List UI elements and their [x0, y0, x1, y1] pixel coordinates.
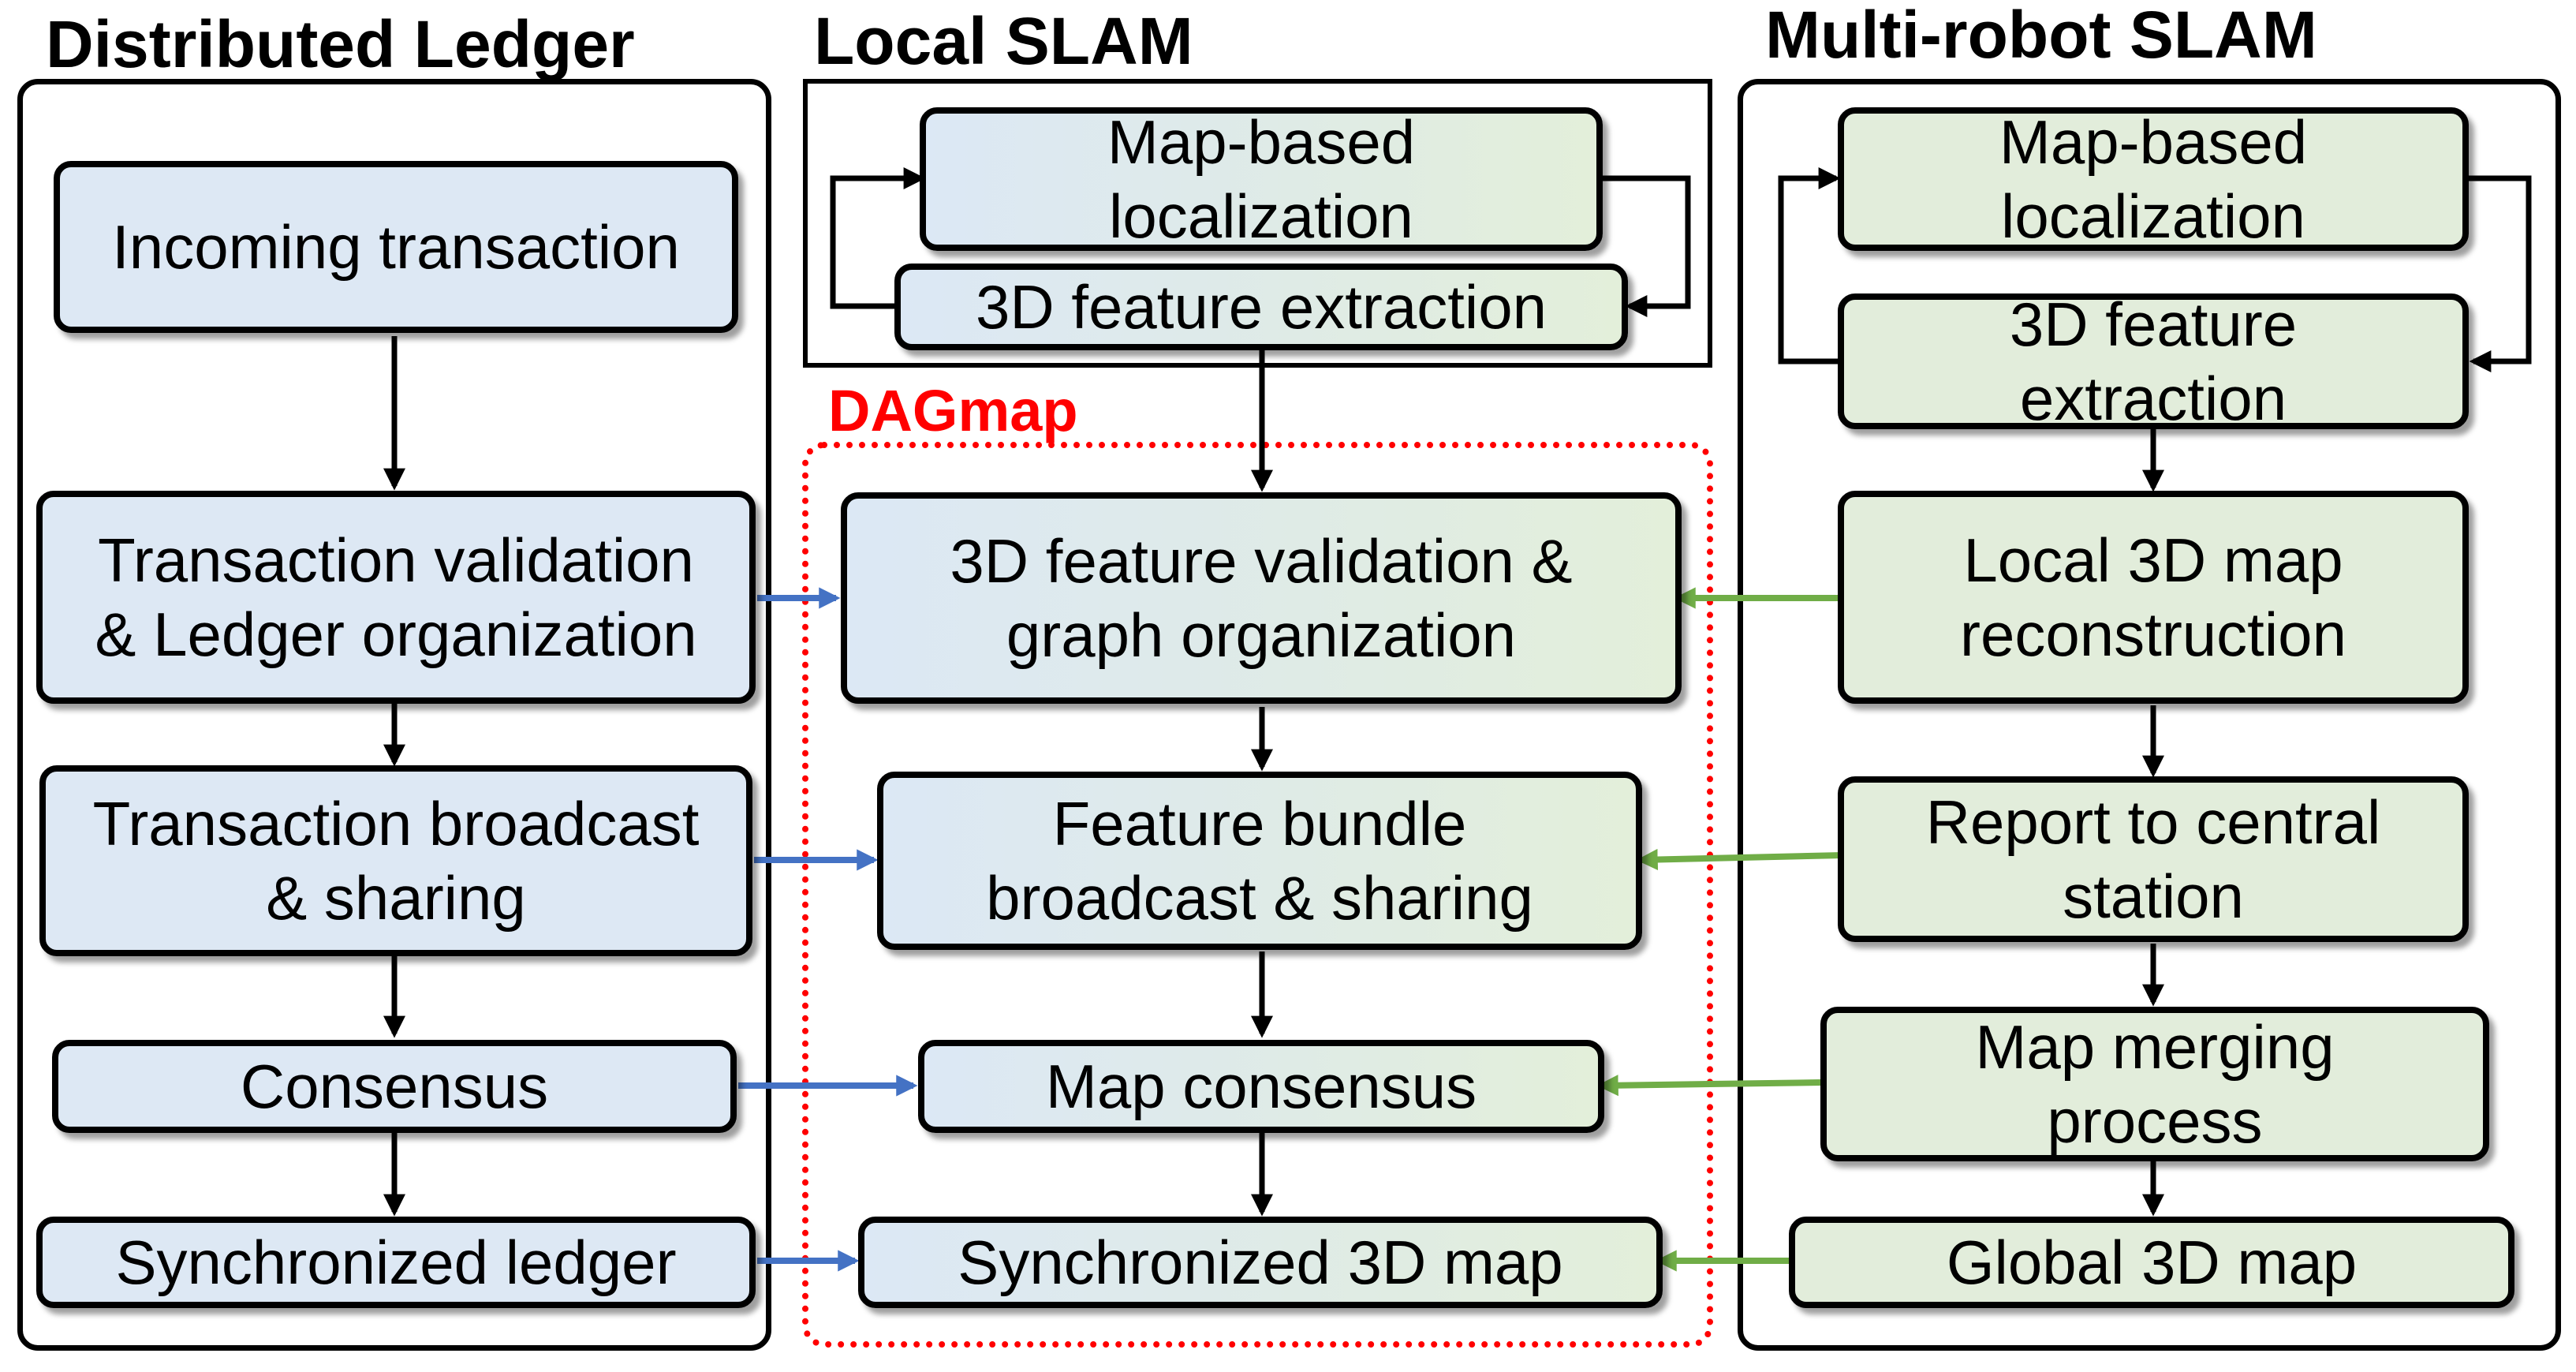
dagmap-region — [802, 442, 1713, 1348]
multi-robot-slam-panel — [1738, 79, 2561, 1351]
green-arrow-bundle — [1636, 848, 1843, 871]
map-merging-process-box: Map merging process — [1820, 1007, 2489, 1161]
local-slam-panel — [803, 79, 1712, 368]
multi-robot-slam-panel-title: Multi-robot SLAM — [1765, 0, 2317, 72]
multi-loop-arrow-left — [1778, 167, 1842, 364]
incoming-transaction-box: Incoming transaction — [54, 161, 738, 333]
transaction-broadcast-box: Transaction broadcast & sharing — [39, 765, 752, 956]
report-to-central-station-box: Report to central station — [1838, 776, 2469, 942]
multi-map-based-localization-box: Map-based localization — [1838, 107, 2469, 251]
green-arrow-consensus — [1596, 1075, 1823, 1097]
map-consensus-box: Map consensus — [918, 1040, 1604, 1133]
local-slam-panel-title: Local SLAM — [814, 4, 1193, 78]
local-loop-arrow-left — [830, 167, 926, 309]
feature-bundle-broadcast-box: Feature bundle broadcast & sharing — [877, 772, 1642, 950]
consensus-box: Consensus — [52, 1040, 737, 1133]
multi-3d-feature-extraction-box: 3D feature extraction — [1838, 290, 2469, 433]
synchronized-3d-map-box: Synchronized 3D map — [858, 1217, 1663, 1308]
local-3d-feature-extraction-box: 3D feature extraction — [894, 264, 1628, 350]
distributed-ledger-panel — [17, 79, 771, 1351]
ledger-panel-title: Distributed Ledger — [46, 7, 635, 81]
multi-loop-arrow-right — [2469, 175, 2532, 372]
local-map-based-localization-box: Map-based localization — [920, 107, 1603, 251]
feature-validation-graph-box: 3D feature validation & graph organizati… — [841, 492, 1682, 704]
global-3d-map-box: Global 3D map — [1789, 1217, 2514, 1308]
transaction-validation-box: Transaction validation & Ledger organiza… — [36, 491, 756, 704]
dagmap-title: DAGmap — [828, 378, 1078, 443]
local-loop-arrow-right — [1601, 175, 1691, 317]
synchronized-ledger-box: Synchronized ledger — [36, 1217, 756, 1308]
local-3d-map-reconstruction-box: Local 3D map reconstruction — [1838, 491, 2469, 704]
